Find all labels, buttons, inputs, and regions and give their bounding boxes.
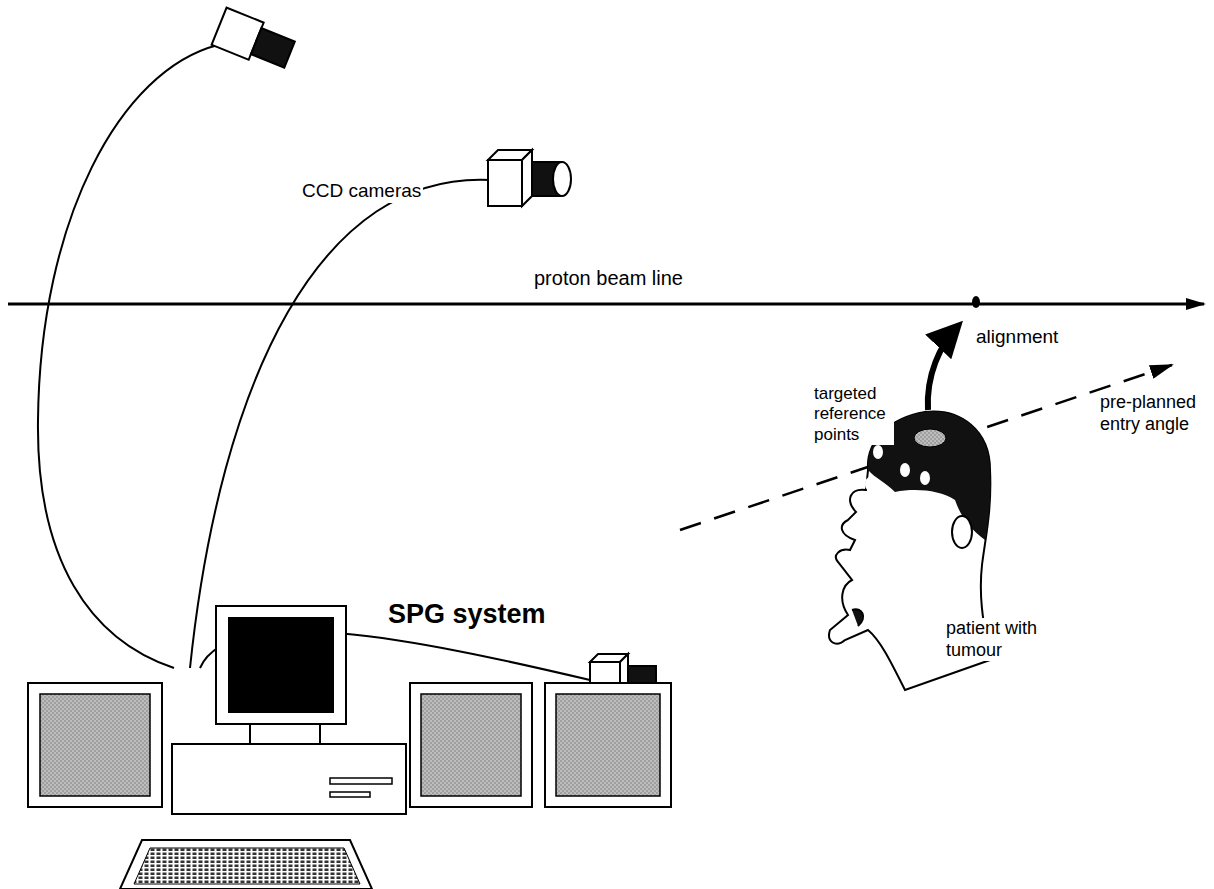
drawing-part xyxy=(421,694,521,796)
computer xyxy=(28,606,671,889)
system-label: SPG system xyxy=(386,598,548,630)
drawing-part xyxy=(250,724,320,744)
ccd-camera xyxy=(212,8,297,74)
drawing-part xyxy=(40,694,150,796)
entry-angle-label: pre-planned entry angle xyxy=(1098,392,1210,435)
drawing-part xyxy=(330,792,370,797)
drawing-part xyxy=(873,445,883,459)
drawing-part xyxy=(172,744,406,814)
drawing-part xyxy=(410,683,532,807)
drawing-part xyxy=(134,848,360,884)
alignment-label: alignment xyxy=(974,326,1060,349)
camera-cable xyxy=(190,180,492,668)
beam-label: proton beam line xyxy=(532,266,685,290)
alignment-arrow xyxy=(928,326,958,410)
patient-label: patient with tumour xyxy=(944,618,1066,661)
ccd-camera xyxy=(488,150,571,206)
drawing-part xyxy=(865,477,875,491)
drawing-part xyxy=(522,150,532,206)
camera-label: CCD cameras xyxy=(300,180,423,203)
reference-points-label: targeted reference points xyxy=(812,384,894,445)
drawing-part xyxy=(556,694,660,796)
drawing-part xyxy=(920,471,930,485)
drawing-part xyxy=(852,609,863,626)
drawing-part xyxy=(216,606,346,724)
alignment-point xyxy=(972,296,980,308)
drawing-part xyxy=(120,840,372,889)
drawing-part xyxy=(914,429,946,447)
beam-line xyxy=(8,303,1204,306)
drawing-part xyxy=(28,683,162,807)
drawing-part xyxy=(251,28,295,67)
camera-cable xyxy=(38,45,218,668)
drawing-part xyxy=(545,683,671,807)
drawing-part xyxy=(553,162,571,196)
drawing-part xyxy=(488,160,522,206)
drawing-part xyxy=(330,778,392,784)
drawing-part xyxy=(900,463,910,477)
drawing-part xyxy=(228,617,334,713)
drawing-part xyxy=(952,516,972,548)
